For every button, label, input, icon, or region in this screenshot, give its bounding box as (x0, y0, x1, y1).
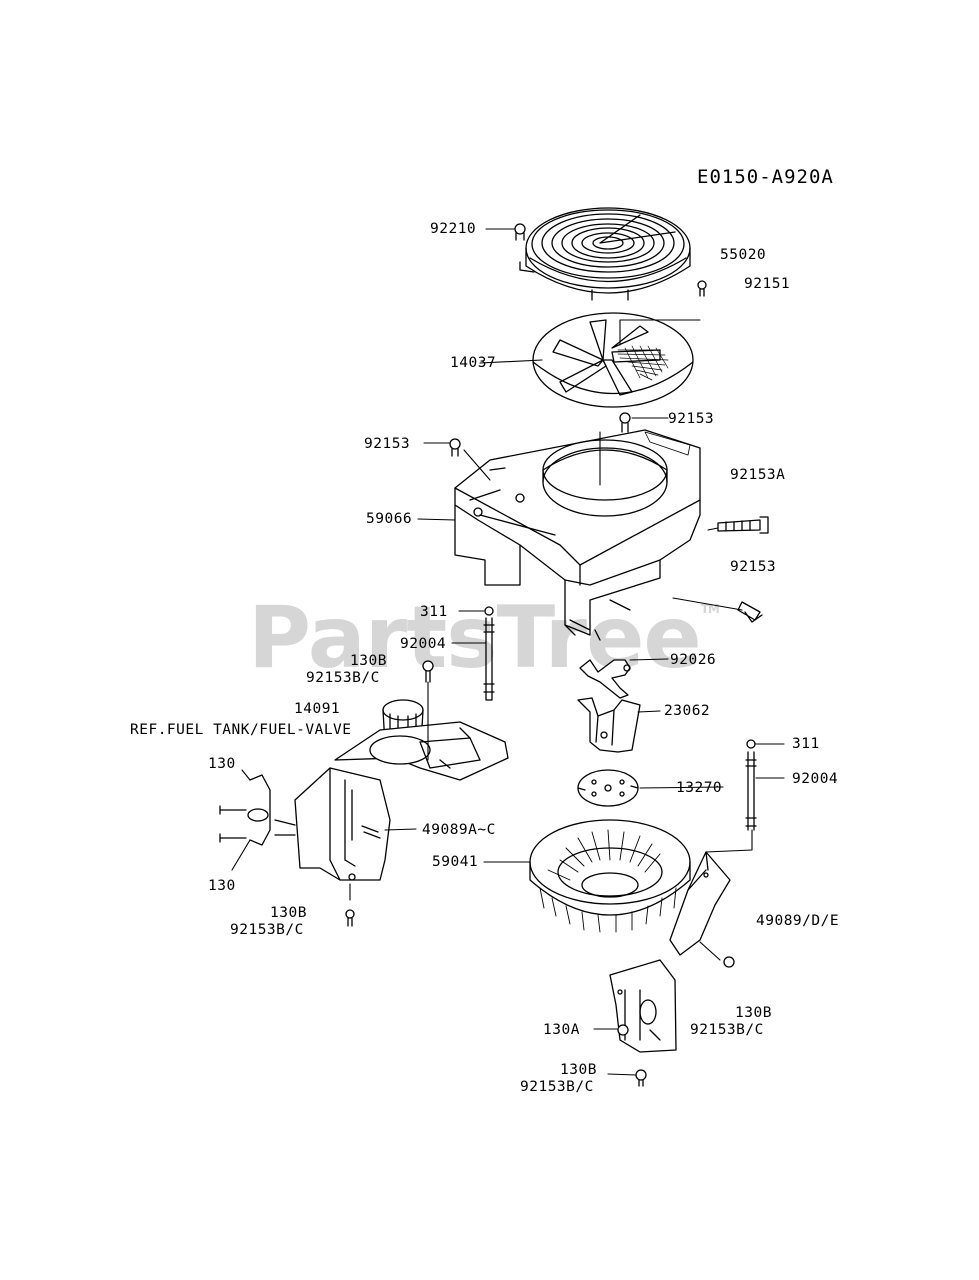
callout-59066[interactable]: 59066 (366, 511, 413, 527)
callout-311-lower[interactable]: 311 (792, 736, 820, 752)
finger-guard-part[interactable] (519, 207, 691, 301)
callout-92153bc-upper[interactable]: 92153B/C (306, 670, 380, 686)
bolt-92153-left[interactable] (449, 438, 461, 457)
diagram-code: E0150-A920A (697, 166, 834, 188)
callout-ref-fuel-tank[interactable]: REF.FUEL TANK/FUEL-VALVE (130, 722, 352, 738)
leader-lines (231, 228, 785, 1076)
callout-130b-left[interactable]: 130B (270, 905, 307, 921)
callout-92151[interactable]: 92151 (744, 276, 791, 292)
callout-92153bc-left[interactable]: 92153B/C (230, 922, 304, 938)
callout-130-lower[interactable]: 130 (208, 878, 236, 894)
callout-130b-bottom[interactable]: 130B (560, 1062, 597, 1078)
callout-14091[interactable]: 14091 (294, 701, 341, 717)
callout-311-upper[interactable]: 311 (420, 604, 448, 620)
bolt-92210[interactable] (514, 223, 526, 241)
nut-311-upper[interactable] (484, 606, 494, 616)
bracket-23062-part[interactable] (577, 697, 641, 753)
callout-92153a[interactable]: 92153A (730, 467, 786, 483)
callout-92004-lower[interactable]: 92004 (792, 771, 839, 787)
bolt-130b-right-upper[interactable] (723, 956, 735, 968)
stud-92004-upper[interactable] (483, 617, 495, 701)
bolt-92151[interactable] (697, 280, 707, 297)
callout-92026[interactable]: 92026 (670, 652, 717, 668)
callout-59041[interactable]: 59041 (432, 854, 479, 870)
callout-92153bc-bottom[interactable]: 92153B/C (520, 1079, 594, 1095)
callout-92153bc-right[interactable]: 92153B/C (690, 1022, 764, 1038)
bolt-92153-top[interactable] (619, 412, 631, 433)
callout-92153-right[interactable]: 92153 (730, 559, 777, 575)
plate-92026-part[interactable] (579, 659, 631, 699)
callout-92004-upper[interactable]: 92004 (400, 636, 447, 652)
callout-55020[interactable]: 55020 (720, 247, 767, 263)
callout-14037[interactable]: 14037 (450, 355, 497, 371)
callout-49089a-c[interactable]: 49089A~C (422, 822, 496, 838)
callout-49089d-e[interactable]: 49089/D/E (756, 913, 840, 929)
nut-311-lower[interactable] (746, 739, 756, 749)
plate-13270-part[interactable] (577, 769, 639, 807)
bolt-92153a[interactable] (717, 516, 769, 534)
callout-130b-upper[interactable]: 130B (350, 653, 387, 669)
callout-92153-top[interactable]: 92153 (668, 411, 715, 427)
bolt-130b-left-lower[interactable] (345, 909, 355, 927)
callout-13270[interactable]: 13270 (676, 780, 723, 796)
bracket-130-left[interactable] (219, 774, 296, 846)
flywheel-part[interactable] (529, 819, 691, 933)
callout-92153-left[interactable]: 92153 (364, 436, 411, 452)
callout-130-upper[interactable]: 130 (208, 756, 236, 772)
bolt-92153-right[interactable] (737, 601, 763, 623)
shroud-49089a-part[interactable] (294, 721, 509, 881)
bolt-130a[interactable] (617, 1024, 629, 1036)
callout-130b-right[interactable]: 130B (735, 1005, 772, 1021)
blower-housing-part[interactable] (454, 429, 701, 641)
screen-plate-part[interactable] (532, 312, 694, 408)
callout-92210[interactable]: 92210 (430, 221, 477, 237)
stud-92004-lower[interactable] (745, 751, 757, 831)
bolt-130b-right-lower[interactable] (635, 1069, 647, 1087)
callout-23062[interactable]: 23062 (664, 703, 711, 719)
callout-130a[interactable]: 130A (543, 1022, 580, 1038)
bolt-130b-upper[interactable] (422, 660, 434, 683)
